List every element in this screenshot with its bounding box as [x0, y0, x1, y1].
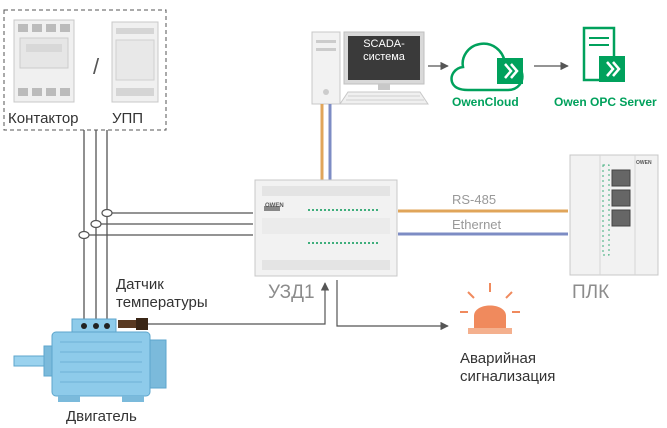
- opc-server-icon: [582, 26, 625, 82]
- owencloud-label: OwenCloud: [452, 95, 519, 109]
- alarm-label: Аварийная сигнализация: [460, 350, 555, 386]
- alarm-label-line1: Аварийная: [460, 350, 536, 367]
- alarm-beacon-icon: [460, 283, 520, 334]
- owen-opc-label: Owen OPC Server: [554, 95, 657, 109]
- plc-label: ПЛК: [572, 282, 610, 303]
- sensor-label: Датчик температуры: [116, 276, 208, 312]
- rs485-label: RS-485: [452, 192, 497, 207]
- uzd1-brand: OWEN: [265, 203, 284, 209]
- uzd1-label: УЗД1: [268, 282, 315, 303]
- alarm-label-line2: сигнализация: [460, 368, 556, 385]
- scada-label-line1: SCADA-: [363, 38, 405, 50]
- scada-label-line2: система: [363, 51, 405, 63]
- motor-label: Двигатель: [66, 408, 137, 425]
- ethernet-label: Ethernet: [452, 217, 502, 232]
- uzd1-device-icon: [254, 179, 398, 277]
- computer-tower-icon: [311, 31, 341, 105]
- motor-icon: [13, 318, 167, 402]
- contactor-icon: [13, 19, 75, 103]
- sensor-label-line2: температуры: [116, 294, 208, 311]
- sensor-label-line1: Датчик: [116, 276, 164, 293]
- keyboard-icon: [339, 91, 429, 105]
- starter-dashed-box: [3, 9, 167, 131]
- or-separator: /: [93, 54, 100, 79]
- contactor-label: Контактор: [8, 110, 79, 127]
- arrow-sensor-to-uzd1: [142, 282, 330, 325]
- soft-starter-icon: [111, 21, 159, 103]
- arrow-uzd1-to-alarm: [336, 280, 449, 331]
- plc-device-icon: [569, 154, 659, 276]
- scada-screen-text: SCADA- система: [350, 38, 418, 64]
- ct-wires: [78, 208, 253, 240]
- temperature-sensor-icon: [118, 318, 148, 330]
- plc-brand: OWEN: [636, 160, 652, 166]
- upp-label: УПП: [112, 110, 144, 127]
- monitor-icon: [343, 31, 425, 90]
- owencloud-icon: [450, 42, 524, 92]
